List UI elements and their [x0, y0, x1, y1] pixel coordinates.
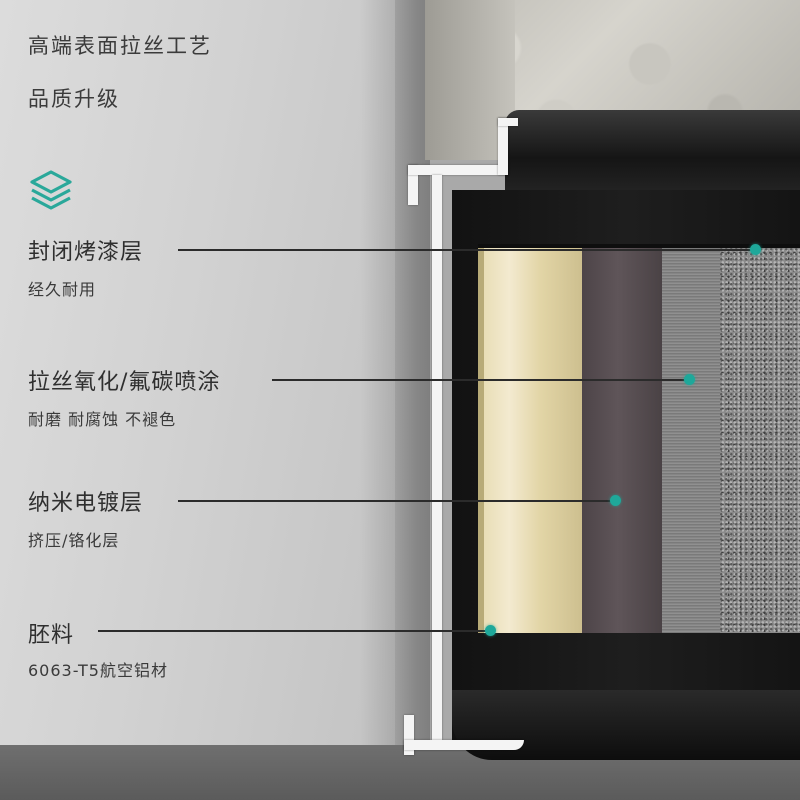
- callout-label-brushed-oxidation: 拉丝氧化/氟碳喷涂: [28, 370, 221, 395]
- marker-dot: [485, 625, 496, 636]
- callout-sub-base-material: 6063-T5航空铝材: [28, 661, 168, 680]
- layer-base-material: [478, 248, 582, 633]
- profile-outline: [432, 175, 442, 740]
- callout-sub-sealed-paint: 经久耐用: [28, 280, 97, 299]
- layer-nano-plating: [582, 248, 662, 633]
- callout-label-nano-plating: 纳米电镀层: [28, 491, 144, 516]
- callout-sub-nano-plating: 挤压/铬化层: [28, 531, 120, 550]
- marker-dot: [610, 495, 621, 506]
- leader-line: [178, 249, 756, 251]
- callout-label-sealed-paint: 封闭烤漆层: [28, 240, 144, 265]
- headline-line2: 品质升级: [28, 87, 120, 111]
- marker-dot: [684, 374, 695, 385]
- headline-line1: 高端表面拉丝工艺: [28, 34, 212, 58]
- layer-base-material-edge: [478, 248, 484, 633]
- profile-outline: [408, 165, 508, 175]
- skirting-profile-top: [505, 110, 800, 190]
- profile-outline: [498, 118, 518, 126]
- layer-sealed-paint: [720, 248, 800, 633]
- marker-dot: [750, 244, 761, 255]
- callout-sub-brushed-oxidation: 耐磨 耐腐蚀 不褪色: [28, 410, 177, 429]
- profile-outline: [404, 740, 524, 750]
- profile-outline: [408, 165, 418, 205]
- layers-stack-icon: [30, 170, 72, 210]
- leader-line: [98, 630, 490, 632]
- profile-outline: [404, 715, 414, 755]
- leader-line: [272, 379, 689, 381]
- layer-divider: [478, 244, 800, 248]
- callout-label-base-material: 胚料: [28, 623, 75, 648]
- leader-line: [178, 500, 615, 502]
- profile-outline: [498, 118, 508, 175]
- layer-brushed-oxidation: [662, 248, 720, 633]
